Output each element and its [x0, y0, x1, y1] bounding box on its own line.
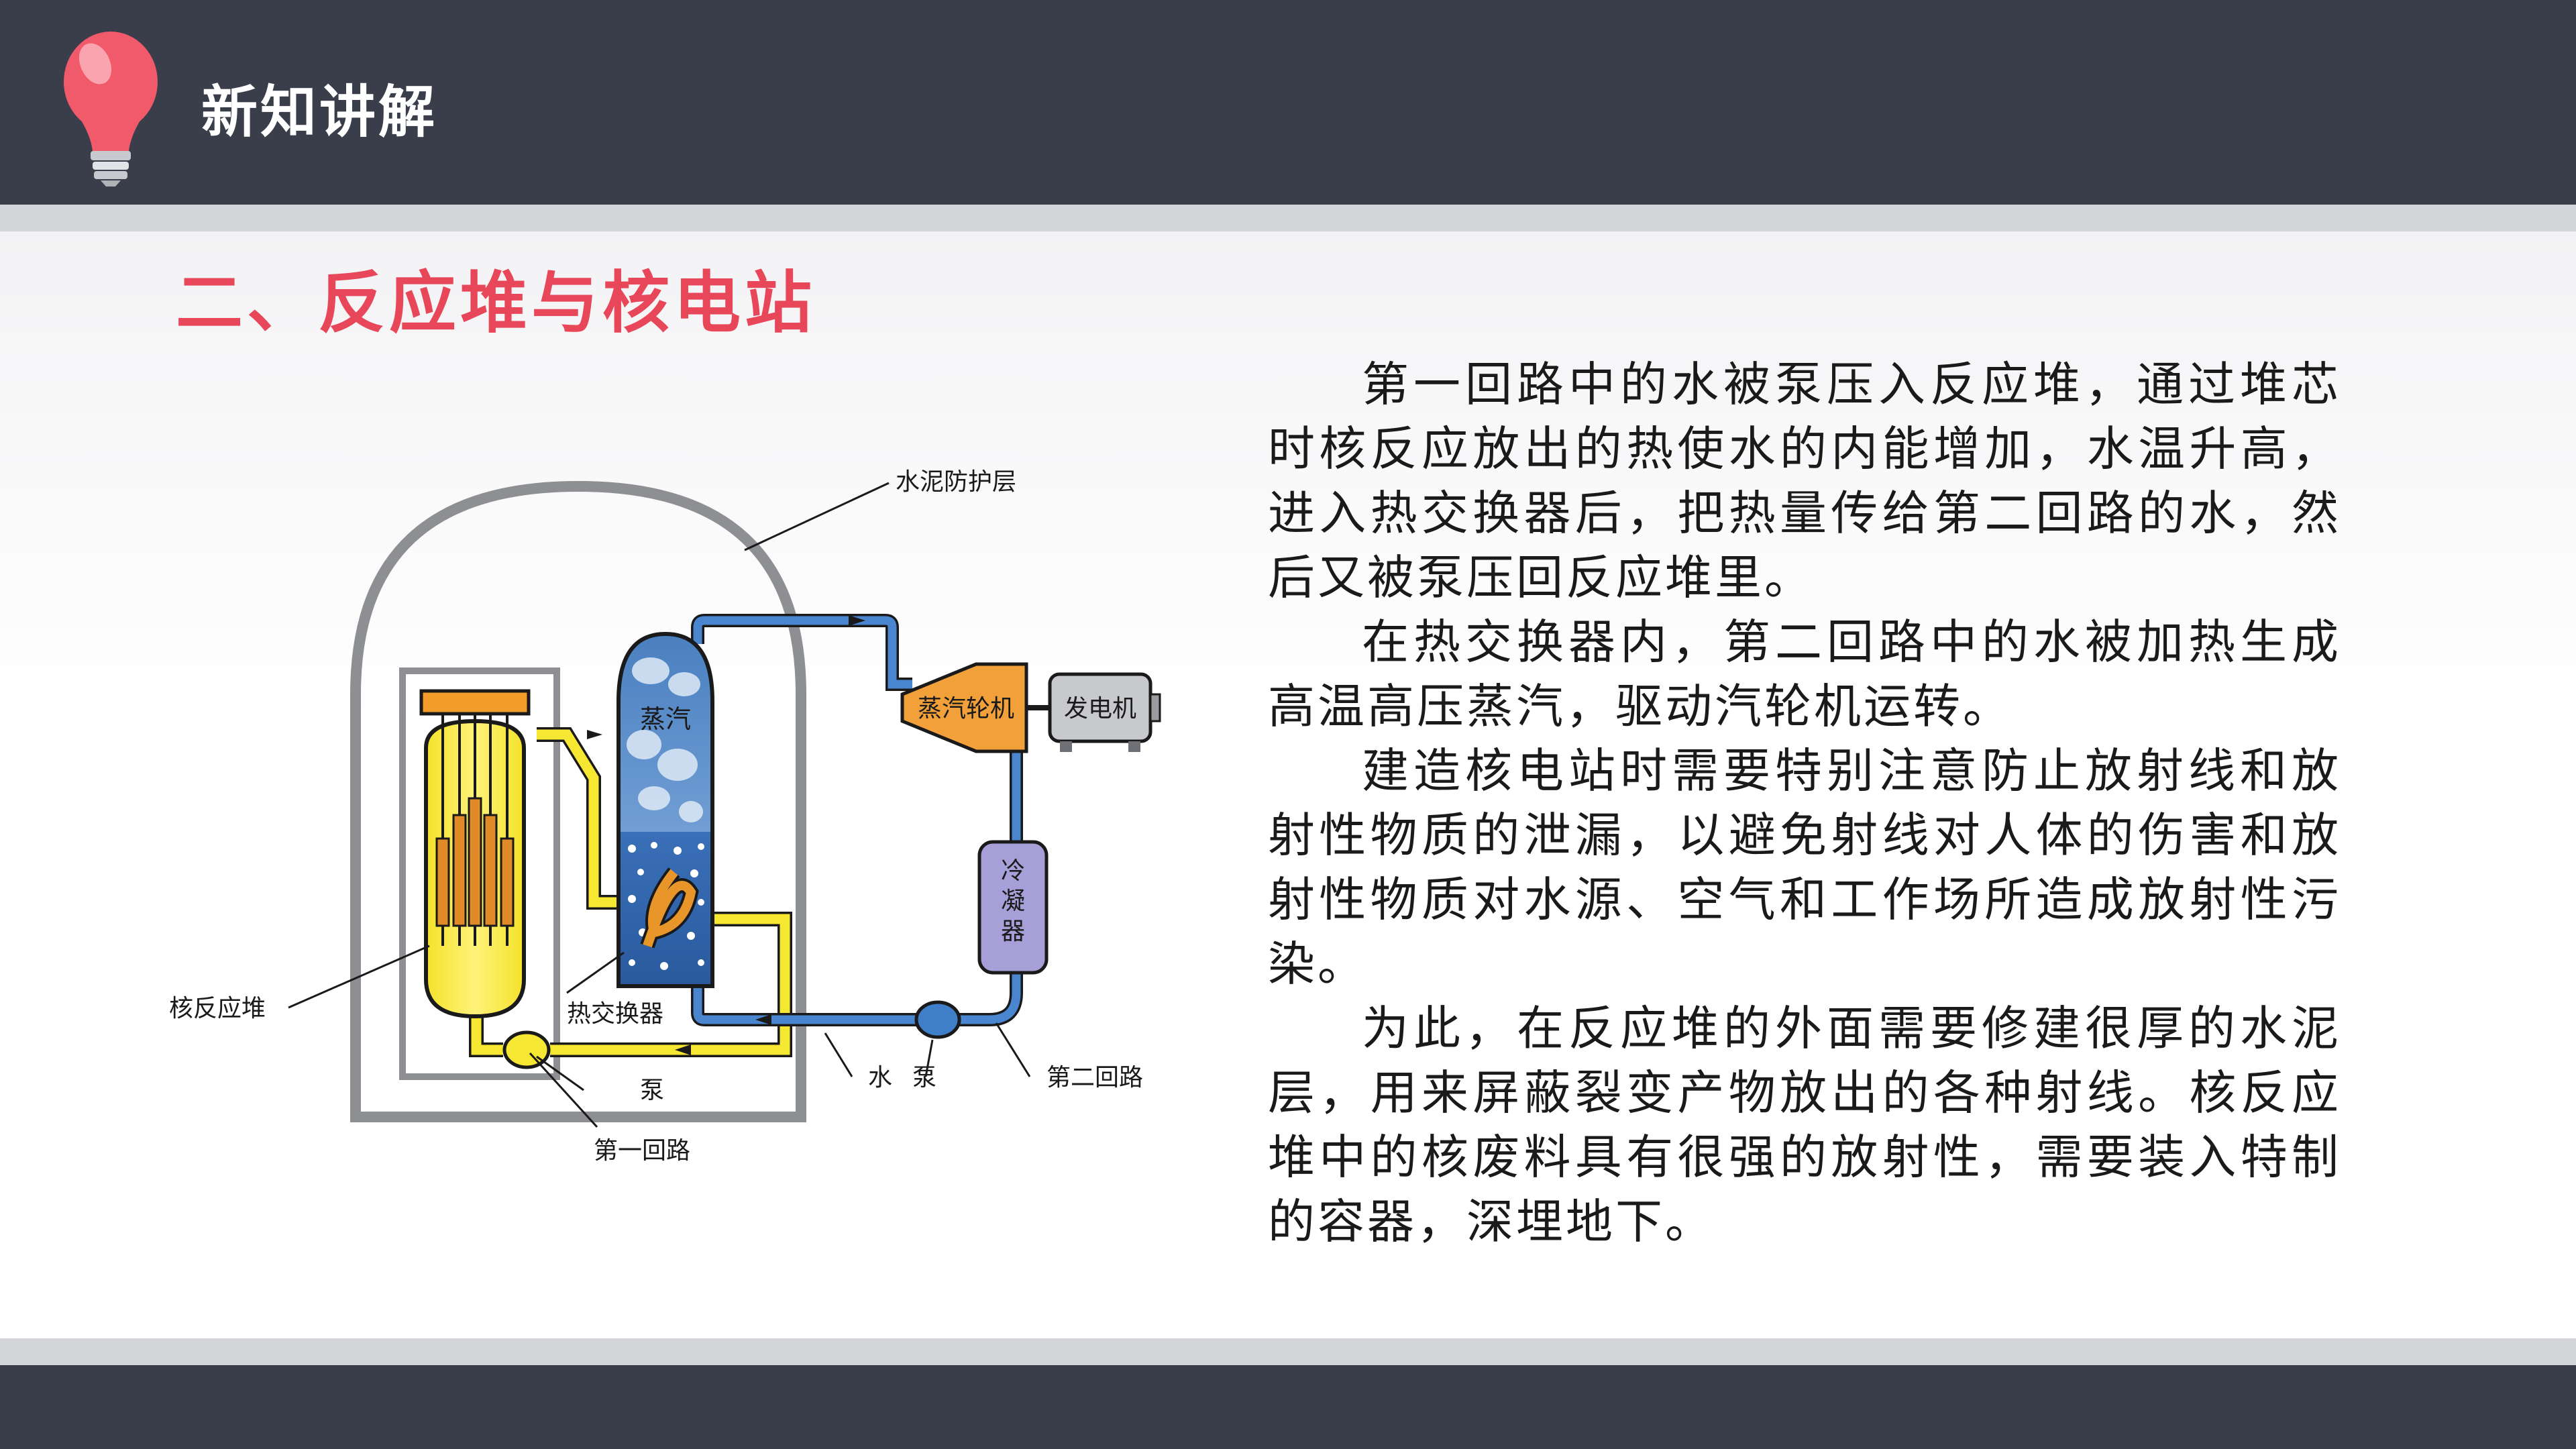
explanation-text: 第一回路中的水被泵压入反应堆，通过堆芯时核反应放出的热使水的内能增加，水温升高，… [1268, 352, 2341, 1254]
paragraph: 第一回路中的水被泵压入反应堆，通过堆芯时核反应放出的热使水的内能增加，水温升高，… [1268, 357, 2341, 605]
lightbulb-icon [64, 32, 158, 186]
steam-turbine [900, 662, 1028, 753]
pump2-label: 泵 [912, 1064, 936, 1091]
reactor-lid [419, 689, 531, 716]
cement-label: 水泥防护层 [896, 468, 1016, 496]
reactor-wall [399, 667, 560, 1080]
footer-bar [0, 1365, 2576, 1449]
paragraph: 建造核电站时需要特别注意防止放射线和放射性物质的泄漏，以避免射线对人体的伤害和放… [1268, 743, 2341, 991]
condenser-label-2: 凝 [1001, 888, 1025, 915]
generator-label: 发电机 [1064, 695, 1136, 722]
paragraph: 为此，在反应堆的外面需要修建很厚的水泥层，用来屏蔽裂变产物放出的各种射线。核反应… [1268, 1001, 2341, 1249]
header-title: 新知讲解 [201, 79, 438, 145]
condenser-label-3: 器 [1001, 918, 1025, 945]
turbine-label: 蒸汽轮机 [918, 695, 1014, 722]
loop1-label: 第一回路 [594, 1137, 690, 1165]
header-bar [0, 0, 2576, 205]
water-label: 水 [868, 1064, 892, 1091]
secondary-pump [914, 1000, 961, 1039]
fuel-rods [435, 797, 515, 927]
section-title: 二、反应堆与核电站 [176, 264, 816, 342]
cement-shield [350, 480, 806, 1122]
condenser [977, 840, 1049, 975]
nuclear-plant-diagram: 蒸汽轮机 发电机 冷 凝 器 蒸汽 水泥防护层 核反应堆 热交换器 泵 水 泵 … [169, 468, 1161, 1165]
paragraph: 在热交换器内，第二回路中的水被加热生成高温高压蒸汽，驱动汽轮机运转。 [1268, 614, 2341, 734]
footer-divider [0, 1338, 2576, 1365]
steam-label: 蒸汽 [640, 704, 691, 734]
primary-pump [502, 1030, 551, 1069]
pump1-label: 泵 [640, 1077, 664, 1104]
reactor-label: 核反应堆 [169, 995, 266, 1022]
header-divider [0, 205, 2576, 231]
condenser-label-1: 冷 [1001, 857, 1025, 885]
loop2-label: 第二回路 [1046, 1064, 1143, 1091]
heat-exchanger-label: 热交换器 [567, 1000, 663, 1028]
